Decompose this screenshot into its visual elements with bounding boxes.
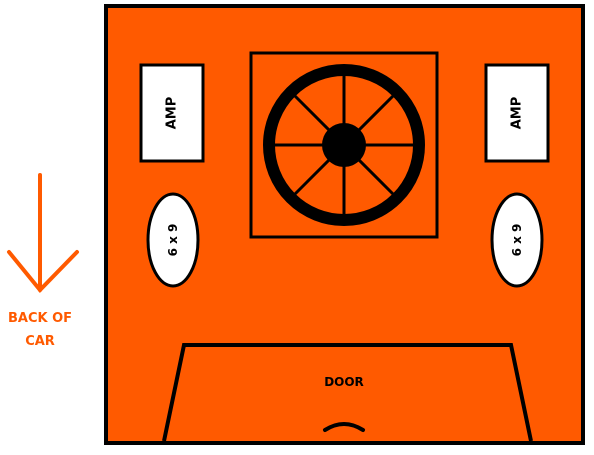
door-outline xyxy=(162,343,533,442)
subwoofer-icon xyxy=(263,64,425,226)
subwoofer-center-cap xyxy=(322,123,366,167)
back-of-car-line1: BACK OF xyxy=(8,311,72,326)
speaker-right-label: 6 x 9 xyxy=(510,224,524,257)
amp-left-panel xyxy=(139,63,205,163)
amp-right-label: AMP xyxy=(510,97,525,130)
speaker-right-oval xyxy=(490,192,544,288)
amp-left-label: AMP xyxy=(165,97,180,130)
back-of-car-line2: CAR xyxy=(25,334,55,349)
amp-right-panel xyxy=(484,63,550,163)
door-label: DOOR xyxy=(324,375,364,389)
door-handle xyxy=(323,422,365,432)
arrow-down-icon xyxy=(7,173,79,294)
subwoofer-rim xyxy=(263,64,425,226)
speaker-left-oval xyxy=(146,192,200,288)
speaker-left-label: 6 x 9 xyxy=(166,224,180,257)
